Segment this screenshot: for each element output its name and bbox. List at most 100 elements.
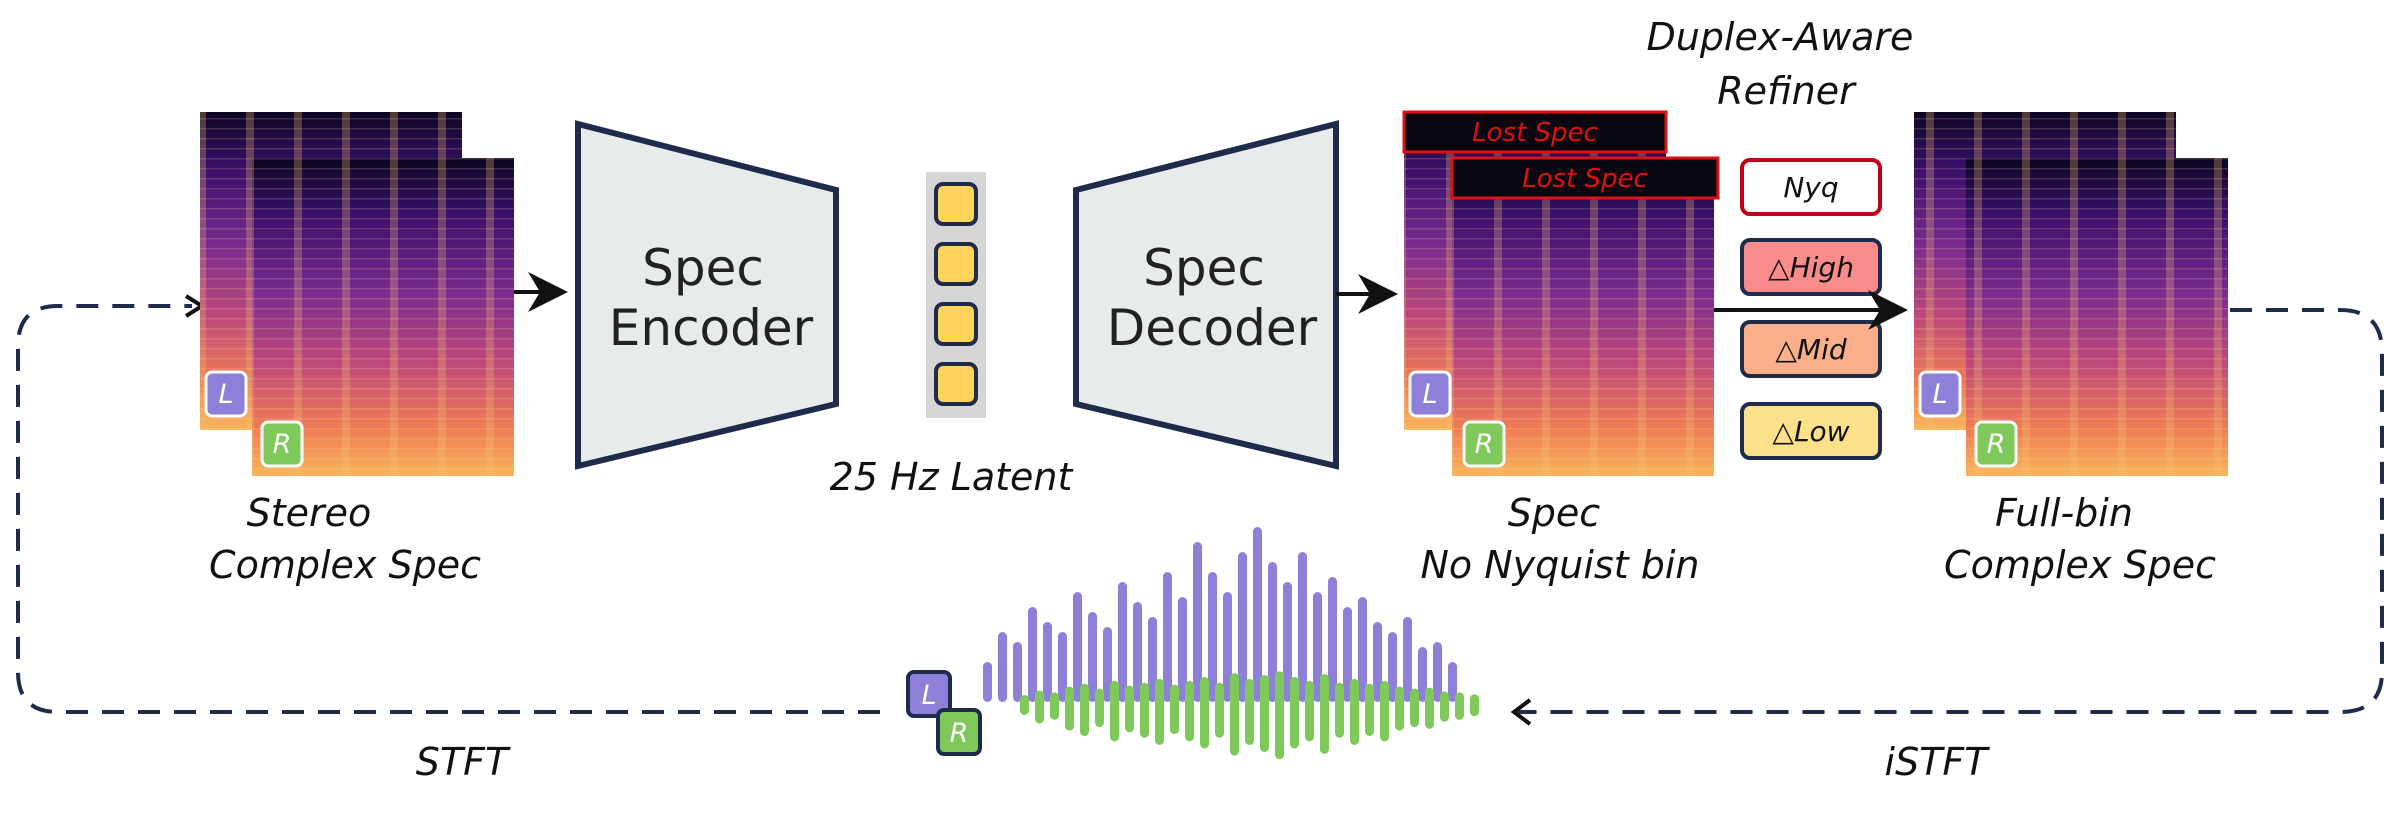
waveform-left-bar bbox=[1388, 632, 1397, 702]
output-left-badge: L bbox=[1918, 370, 1962, 418]
waveform-right-bar bbox=[1440, 691, 1449, 722]
waveform-right-bar bbox=[1245, 678, 1254, 745]
waveform-left-bar bbox=[1343, 607, 1352, 702]
svg-text:L: L bbox=[1422, 379, 1437, 410]
svg-text:△Low: △Low bbox=[1772, 415, 1849, 448]
waveform-left-bar bbox=[1313, 592, 1322, 702]
waveform-left-bar bbox=[1208, 572, 1217, 702]
waveform-left-bar bbox=[1073, 592, 1082, 702]
svg-text:L: L bbox=[218, 379, 233, 410]
waveform-left-bar bbox=[1163, 572, 1172, 702]
output-spec-caption: Full-bin Complex Spec bbox=[1944, 491, 2216, 587]
refiner-band-nyq: Nyq bbox=[1740, 158, 1882, 216]
istft-arrow-head bbox=[1510, 698, 1532, 726]
input-spectrogram bbox=[200, 112, 514, 476]
decoded-spec-caption: Spec No Nyquist bin bbox=[1421, 491, 1700, 587]
waveform-right-badge: R bbox=[936, 708, 982, 756]
refiner-band-high: △High bbox=[1740, 238, 1882, 296]
waveform-left-bar bbox=[1433, 642, 1442, 702]
istft-label: iSTFT bbox=[1885, 740, 1991, 784]
svg-text:R: R bbox=[273, 429, 292, 460]
waveform-right-bar bbox=[1470, 694, 1479, 717]
waveform-right-bar bbox=[1140, 682, 1149, 738]
waveform-left-bar bbox=[1298, 552, 1307, 702]
waveform-left-bar bbox=[1178, 597, 1187, 702]
refiner-band-mid: △Mid bbox=[1740, 320, 1882, 378]
waveform-right-bar bbox=[1260, 675, 1269, 753]
input-spec-caption: Stereo Complex Spec bbox=[209, 491, 481, 587]
refiner-title: Duplex-Aware Refiner bbox=[1646, 15, 1925, 113]
waveform-left-bar bbox=[983, 662, 992, 702]
spec-encoder-block bbox=[575, 120, 839, 470]
waveform-left-bar bbox=[1118, 582, 1127, 702]
waveform-right-bar bbox=[1065, 686, 1074, 731]
waveform-right-bar bbox=[1380, 680, 1389, 742]
svg-text:L: L bbox=[1932, 379, 1947, 410]
stft-label: STFT bbox=[416, 740, 511, 784]
waveform-right-bar bbox=[1080, 683, 1089, 736]
waveform-left-bar bbox=[1418, 647, 1427, 702]
waveform-left-bar bbox=[1223, 592, 1232, 702]
waveform-right-bar bbox=[1035, 690, 1044, 724]
svg-text:△Mid: △Mid bbox=[1775, 333, 1846, 366]
waveform-left-bar bbox=[998, 632, 1007, 702]
waveform-right-bar bbox=[1020, 695, 1029, 715]
waveform-right-bar bbox=[1215, 682, 1224, 738]
svg-text:L: L bbox=[921, 680, 936, 711]
waveform-right-bar bbox=[1425, 687, 1434, 729]
waveform-right-bar bbox=[1200, 676, 1209, 749]
output-right-badge: R bbox=[1974, 420, 2018, 468]
waveform-left-bar bbox=[1238, 552, 1247, 702]
svg-text:△High: △High bbox=[1768, 251, 1854, 284]
spec-encoder-label: Spec Encoder bbox=[609, 239, 814, 357]
waveform-right-bar bbox=[1350, 678, 1359, 745]
input-left-badge: L bbox=[204, 370, 248, 418]
waveform-left-channel bbox=[983, 527, 1457, 702]
waveform-left-bar bbox=[1358, 597, 1367, 702]
waveform-left-bar bbox=[1253, 527, 1262, 702]
waveform-right-bar bbox=[1335, 682, 1344, 738]
decoded-left-badge: L bbox=[1408, 370, 1452, 418]
waveform-right-bar bbox=[1050, 692, 1059, 720]
waveform-left-bar bbox=[1328, 577, 1337, 702]
waveform-right-bar bbox=[1170, 684, 1179, 735]
waveform-left-bar bbox=[1148, 617, 1157, 702]
waveform-left-badge: L bbox=[906, 670, 952, 718]
waveform-right-bar bbox=[1320, 674, 1329, 754]
refiner-band-low: △Low bbox=[1740, 402, 1882, 460]
lost-spec-back: Lost Spec bbox=[1402, 110, 1668, 154]
waveform-left-bar bbox=[1193, 542, 1202, 702]
spec-decoder-label: Spec Decoder bbox=[1107, 239, 1318, 357]
svg-text:R: R bbox=[1475, 429, 1494, 460]
waveform-right-bar bbox=[1305, 680, 1314, 742]
waveform-right-bar bbox=[1410, 688, 1419, 728]
waveform-left-bar bbox=[1013, 642, 1022, 702]
output-spectrogram bbox=[1914, 112, 2228, 476]
decoded-right-badge: R bbox=[1462, 420, 1506, 468]
waveform-left-bar bbox=[1043, 622, 1052, 702]
istft-loop-path bbox=[1518, 308, 2384, 714]
waveform-left-bar bbox=[1028, 607, 1037, 702]
waveform-left-bar bbox=[1058, 632, 1067, 702]
waveform-right-bar bbox=[1230, 673, 1239, 756]
waveform-right-bar bbox=[1365, 683, 1374, 736]
waveform-right-bar bbox=[1185, 680, 1194, 742]
latent-tokens bbox=[926, 172, 986, 418]
waveform-right-bar bbox=[1395, 686, 1404, 731]
input-right-badge: R bbox=[260, 420, 304, 468]
waveform-right-bar bbox=[1125, 685, 1134, 733]
waveform-left-bar bbox=[1283, 582, 1292, 702]
waveform-left-bar bbox=[1373, 622, 1382, 702]
waveform-left-bar bbox=[1448, 662, 1457, 702]
waveform-right-bar bbox=[1095, 688, 1104, 728]
svg-text:Lost Spec: Lost Spec bbox=[1472, 118, 1598, 148]
latent-caption: 25 Hz Latent bbox=[830, 455, 1075, 499]
svg-text:Lost Spec: Lost Spec bbox=[1522, 164, 1648, 194]
waveform-right-bar bbox=[1275, 671, 1284, 760]
svg-text:R: R bbox=[1987, 429, 2006, 460]
stft-loop-path bbox=[16, 304, 880, 714]
waveform-left-bar bbox=[1103, 627, 1112, 702]
waveform-right-bar bbox=[1455, 692, 1464, 720]
waveform-left-bar bbox=[1403, 617, 1412, 702]
